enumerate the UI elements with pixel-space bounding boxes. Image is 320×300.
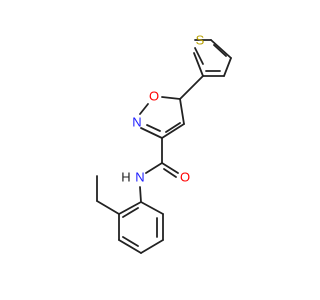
thiophene-ring [193,39,232,77]
bond-double-b1b2 [122,207,139,218]
bond-n-aryl [139,186,142,203]
bond-double-c3c4 [165,122,181,133]
bond-carbonyl-o [161,162,179,174]
bond-c3-c4 [161,123,185,139]
bond-b4-b5 [140,239,164,254]
bond-ring-ch2 [96,200,120,215]
ethyl-group [96,175,120,215]
bond-double-n2c3 [146,124,161,132]
ring-nitrogen-label: N [132,115,141,130]
bond-b3-b4 [118,239,142,254]
bond-c5-o1 [161,96,181,100]
bond-c4-c5 [179,98,185,125]
amide-hydrogen-label: H [121,170,130,185]
bond-c4-c3 [223,57,232,77]
bond-s-c2 [194,47,204,65]
isoxazole-ring [139,96,185,139]
bond-double-b3b4 [122,236,139,247]
carbonyl-oxygen-label: O [180,170,190,185]
bond-b6-b1 [140,201,164,215]
molecule-structure: S O N N H O [96,33,232,254]
bond-c2-sdown [193,52,204,77]
bond-carbonyl-o-double [163,168,177,178]
carboxamide [139,137,179,203]
bond-c5-c4 [210,39,232,59]
benzene-ring [118,201,164,254]
bond-b1-b2 [118,201,142,215]
sulfur-label: S [196,33,205,48]
bond-double-c4c5 [213,44,227,57]
bond-thiophene-isoxazole [179,75,204,100]
amide-nitrogen-label: N [135,170,144,185]
bond-o1-n2 [139,103,149,115]
bond-carbonyl-n [145,162,163,174]
ring-oxygen-label: O [149,89,159,104]
bond-n2-c3 [140,127,163,139]
